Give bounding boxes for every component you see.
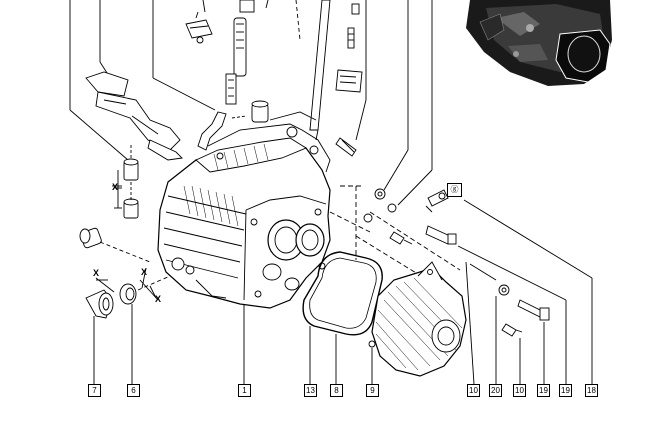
dipstick-rod	[309, 0, 363, 141]
bolt-group-lower	[495, 284, 550, 384]
dashed-bracket	[329, 185, 461, 301]
dimension-arrows	[96, 185, 157, 299]
shift-rod	[225, 0, 255, 105]
dimension-mark-x: X	[93, 268, 100, 278]
bolt-group-upper	[335, 137, 413, 245]
seal-ring	[119, 275, 171, 384]
wire-connector	[185, 11, 213, 44]
gearbox-photo-inset	[466, 0, 612, 86]
breather-elbow	[197, 100, 269, 151]
callout-20: 20	[489, 384, 502, 397]
callout-6: 6	[127, 384, 140, 397]
callout-19: 19	[559, 384, 572, 397]
rear-cover	[335, 261, 467, 384]
bush-left	[79, 227, 151, 263]
guide-plate	[85, 71, 183, 161]
bottom-leader-lines	[457, 199, 593, 385]
callout-1: 1	[238, 384, 251, 397]
sensor-symbol: ⓖ	[450, 185, 459, 194]
sensor-symbol-box: ⓖ	[447, 183, 462, 197]
gasket	[302, 251, 383, 384]
top-leader-lines	[69, 0, 433, 206]
callout-18: 18	[585, 384, 598, 397]
dimension-mark-x: X	[141, 267, 148, 277]
callout-7: 7	[88, 384, 101, 397]
callout-13: 13	[304, 384, 317, 397]
callout-8: 8	[330, 384, 343, 397]
callout-9: 9	[366, 384, 379, 397]
callout-10: 10	[513, 384, 526, 397]
bolt-19-upper	[425, 225, 457, 245]
filler-cap	[85, 277, 115, 384]
upper-case	[207, 111, 331, 173]
sensor	[425, 189, 449, 213]
dimension-mark-x: X	[112, 182, 119, 192]
gearbox-housing	[157, 137, 331, 384]
small-bushes	[114, 145, 139, 219]
dimension-mark-x: X	[155, 294, 162, 304]
callout-10: 10	[467, 384, 480, 397]
studs	[347, 3, 360, 49]
callout-19: 19	[537, 384, 550, 397]
